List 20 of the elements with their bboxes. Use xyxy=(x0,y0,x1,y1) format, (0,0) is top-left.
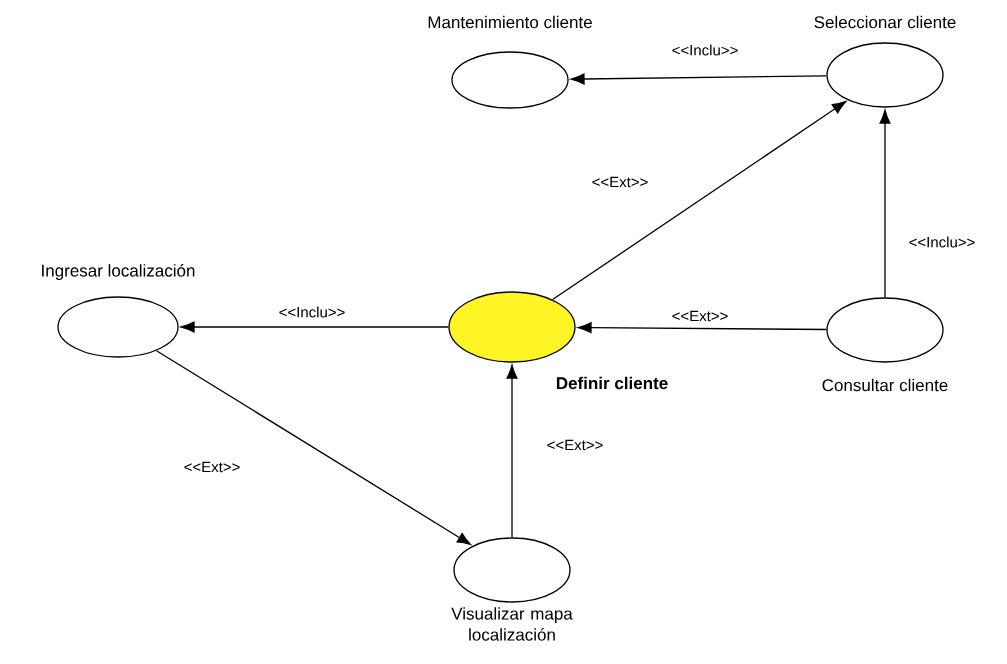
edge-label: <<Ext>> xyxy=(670,309,730,323)
arrow xyxy=(506,364,518,538)
edge-label: <<Inclu>> xyxy=(670,43,740,57)
edge-label: <<Inclu>> xyxy=(277,305,347,319)
arrow xyxy=(879,109,891,298)
arrow xyxy=(180,321,449,333)
use-case-label: Seleccionar cliente xyxy=(814,15,956,29)
edge-label: <<Ext>> xyxy=(182,460,242,474)
edge-label: <<Ext>> xyxy=(590,175,650,189)
arrow xyxy=(570,73,827,85)
edge-label: <<Ext>> xyxy=(545,438,605,452)
use-case-label: Definir cliente xyxy=(556,376,668,390)
arrow xyxy=(552,101,847,301)
arrow xyxy=(155,350,472,545)
arrow xyxy=(577,322,827,334)
edge-label: <<Inclu>> xyxy=(907,235,977,249)
use-case-label: Visualizar mapa localización xyxy=(451,607,573,641)
use-case-label: Ingresar localización xyxy=(42,264,195,280)
use-case-label: Consultar cliente xyxy=(822,378,948,392)
use-case-label: Mantenimiento cliente xyxy=(428,15,592,29)
